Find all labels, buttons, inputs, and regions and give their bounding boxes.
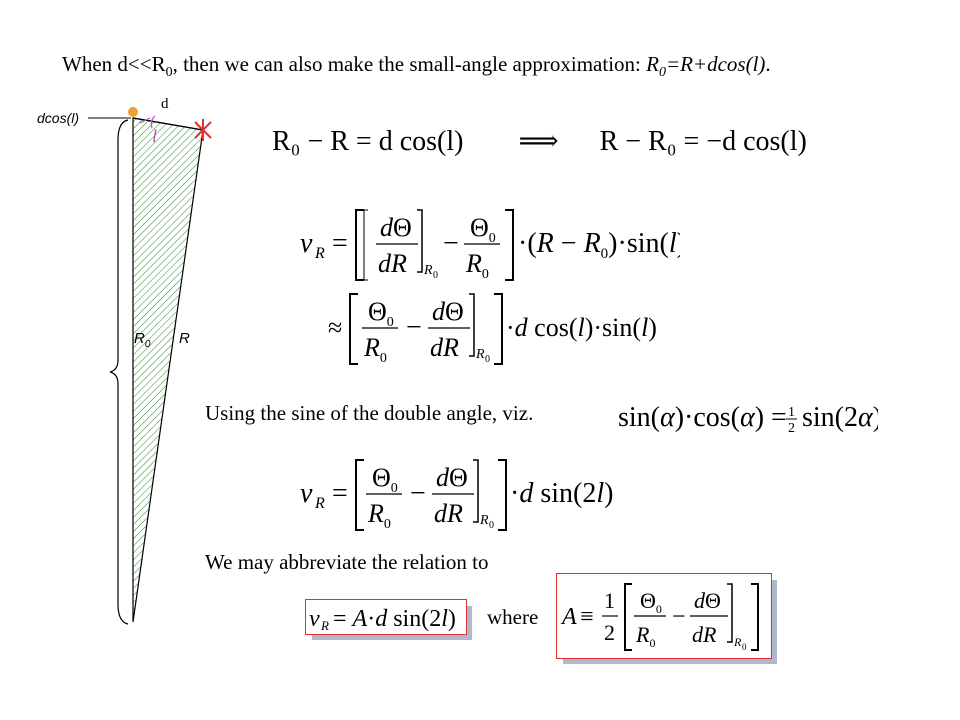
svg-text:·(R − R0)·sin(l): ·(R − R0)·sin(l) bbox=[518, 228, 680, 262]
brace bbox=[109, 119, 129, 625]
svg-text:R0: R0 bbox=[465, 249, 489, 282]
svg-text:sin(α)·cos(α) =: sin(α)·cos(α) = bbox=[618, 402, 787, 433]
svg-text:dR: dR bbox=[434, 499, 463, 528]
svg-text:v: v bbox=[300, 478, 313, 509]
svg-text:Θ0: Θ0 bbox=[640, 588, 662, 616]
svg-text:1: 1 bbox=[604, 588, 615, 613]
svg-text:·d cos(l)·sin(l): ·d cos(l)·sin(l) bbox=[506, 313, 657, 342]
svg-text:Θ0: Θ0 bbox=[368, 297, 394, 330]
svg-text:A: A bbox=[560, 604, 577, 630]
equation-vR-boxed: v R = A·d sin(2l) bbox=[309, 606, 456, 633]
svg-text:R: R bbox=[733, 635, 742, 649]
eq1-left: R₀ − R = d cos(l) bbox=[272, 126, 464, 157]
where-text: where bbox=[487, 605, 539, 629]
equation-vR-approx: ≈ Θ0 R0 − dΘ dR R 0 ·d cos(l)·sin(l) bbox=[328, 293, 657, 366]
abbreviate-text: We may abbreviate the relation to bbox=[205, 550, 489, 574]
svg-text:0: 0 bbox=[742, 642, 747, 652]
svg-text:−: − bbox=[410, 478, 426, 509]
svg-text:R: R bbox=[314, 245, 325, 262]
svg-text:dR: dR bbox=[430, 333, 459, 362]
svg-text:R: R bbox=[475, 347, 485, 362]
svg-text:R0: R0 bbox=[363, 333, 387, 366]
svg-text:R: R bbox=[479, 513, 489, 528]
svg-text:=: = bbox=[332, 478, 348, 509]
sun-icon bbox=[128, 107, 138, 117]
label-R: R bbox=[179, 330, 190, 347]
svg-text:= A·d sin(2l): = A·d sin(2l) bbox=[333, 606, 456, 632]
svg-text:Θ0: Θ0 bbox=[372, 463, 398, 496]
svg-text:−: − bbox=[443, 228, 459, 259]
svg-text:v: v bbox=[309, 606, 320, 632]
svg-text:=: = bbox=[332, 228, 348, 259]
angle-arc bbox=[150, 115, 156, 129]
star-icon bbox=[194, 119, 212, 141]
svg-text:Θ0: Θ0 bbox=[470, 213, 496, 246]
svg-text:R0: R0 bbox=[367, 499, 391, 532]
svg-text:dΘ: dΘ bbox=[436, 463, 468, 492]
svg-text:R: R bbox=[423, 263, 433, 278]
label-d: d bbox=[161, 96, 169, 112]
svg-text:dR: dR bbox=[692, 622, 717, 647]
implies-arrow: ⟹ bbox=[518, 126, 559, 157]
svg-text:sin(2α): sin(2α) bbox=[802, 402, 878, 433]
svg-text:dΘ: dΘ bbox=[432, 297, 464, 326]
eq1-right: R − R₀ = −d cos(l) bbox=[599, 126, 807, 157]
result-box bbox=[305, 599, 467, 635]
svg-text:−: − bbox=[672, 604, 686, 630]
label-angle-l: l bbox=[152, 126, 158, 146]
svg-text:R: R bbox=[320, 618, 329, 633]
svg-text:dΘ: dΘ bbox=[694, 588, 721, 613]
double-angle-text: Using the sine of the double angle, viz. bbox=[205, 401, 534, 425]
svg-text:R: R bbox=[314, 495, 325, 512]
angle-tick bbox=[139, 117, 151, 124]
equation-double-angle: sin(α)·cos(α) = 1 2 sin(2α) bbox=[618, 402, 878, 436]
svg-text:dR: dR bbox=[378, 249, 407, 278]
svg-text:R0: R0 bbox=[635, 622, 655, 650]
svg-text:≈: ≈ bbox=[328, 313, 342, 342]
svg-text:2: 2 bbox=[788, 421, 795, 436]
svg-text:v: v bbox=[300, 228, 313, 259]
svg-text:0: 0 bbox=[433, 270, 438, 281]
svg-text:1: 1 bbox=[788, 405, 795, 420]
svg-text:0: 0 bbox=[489, 520, 494, 531]
hatched-triangle bbox=[132, 117, 204, 623]
svg-text:0: 0 bbox=[485, 354, 490, 365]
equation-approx-relation: R₀ − R = d cos(l) ⟹ R − R₀ = −d cos(l) bbox=[272, 124, 807, 158]
svg-text:−: − bbox=[406, 312, 422, 343]
equation-A-definition: A ≡ 1 2 Θ0 R0 − dΘ dR R 0 bbox=[560, 583, 759, 652]
label-R0: R0 bbox=[134, 330, 151, 350]
svg-text:dΘ: dΘ bbox=[380, 213, 412, 242]
label-dcos: dcos(l) bbox=[37, 110, 80, 126]
svg-text:2: 2 bbox=[604, 620, 615, 645]
slide-title: When d<<R0, then we can also make the sm… bbox=[62, 52, 771, 81]
svg-text:≡: ≡ bbox=[580, 604, 594, 630]
equation-vR-sin2l: v R = Θ0 R0 − dΘ dR R 0 ·d sin(2l) bbox=[300, 459, 613, 532]
equation-vR-expanded: v R = dΘ dR R 0 − Θ0 R0 ·(R − R0)·sin(l) bbox=[300, 209, 680, 282]
svg-text:·d sin(2l): ·d sin(2l) bbox=[510, 478, 613, 509]
